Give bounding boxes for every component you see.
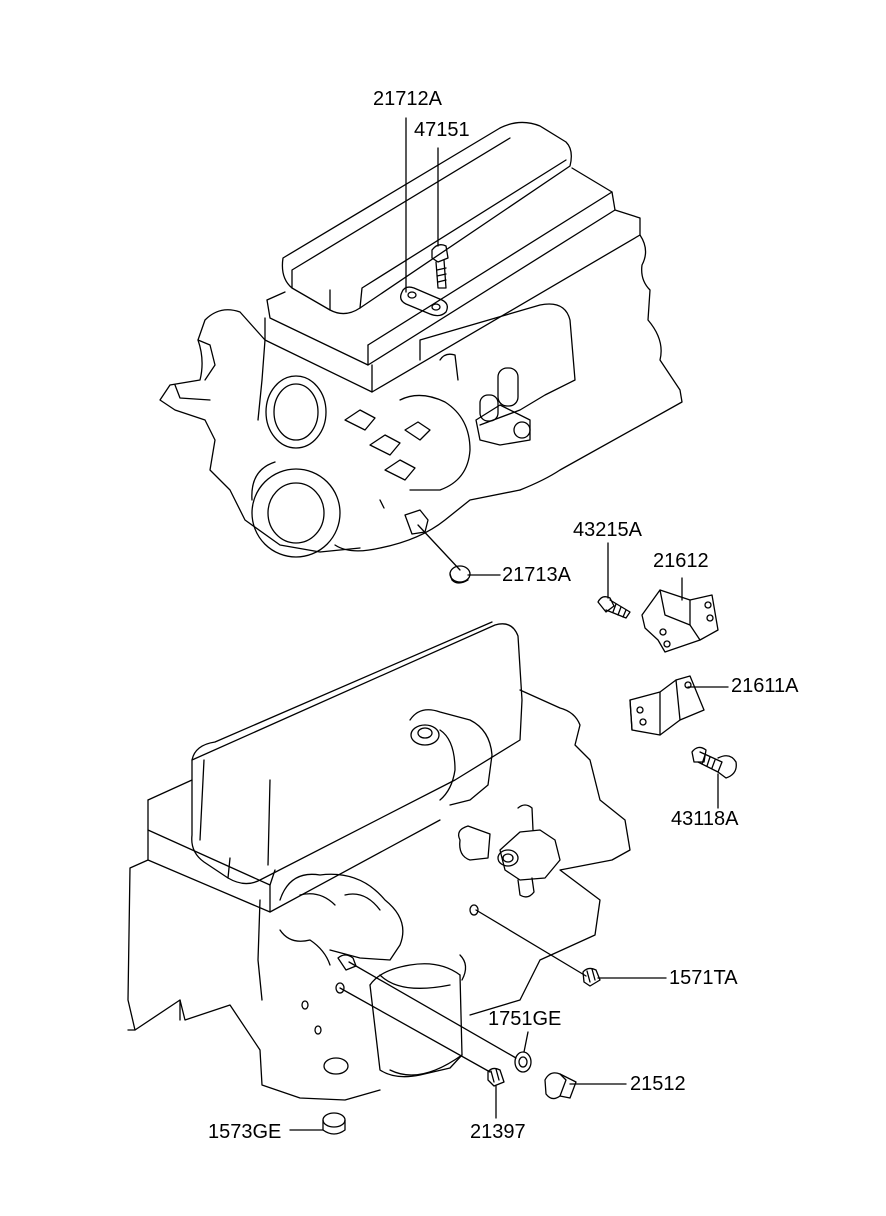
label-21713A: 21713A (502, 564, 571, 586)
upper-engine-drawing (160, 122, 682, 583)
label-43215A: 43215A (573, 519, 642, 541)
leader-1571TA-diag (476, 910, 586, 976)
label-21712A: 21712A (373, 88, 442, 110)
bracket-parts-drawing (598, 590, 736, 778)
label-1751GE: 1751GE (488, 1008, 562, 1030)
leader-21713A-diag (418, 525, 460, 570)
label-21611A: 21611A (731, 675, 799, 697)
leader-1751GE-diag (349, 962, 516, 1058)
leader-1751GE (524, 1032, 528, 1052)
label-21397: 21397 (470, 1121, 526, 1143)
lower-engine-drawing (128, 622, 630, 1134)
label-21512: 21512 (630, 1073, 686, 1095)
label-21612: 21612 (653, 550, 709, 572)
label-47151: 47151 (414, 119, 470, 141)
label-1571TA: 1571TA (669, 967, 738, 989)
leader-lines (290, 118, 728, 1130)
label-43118A: 43118A (671, 808, 739, 830)
leader-21397-diag (340, 988, 490, 1072)
label-1573GE: 1573GE (208, 1121, 282, 1143)
